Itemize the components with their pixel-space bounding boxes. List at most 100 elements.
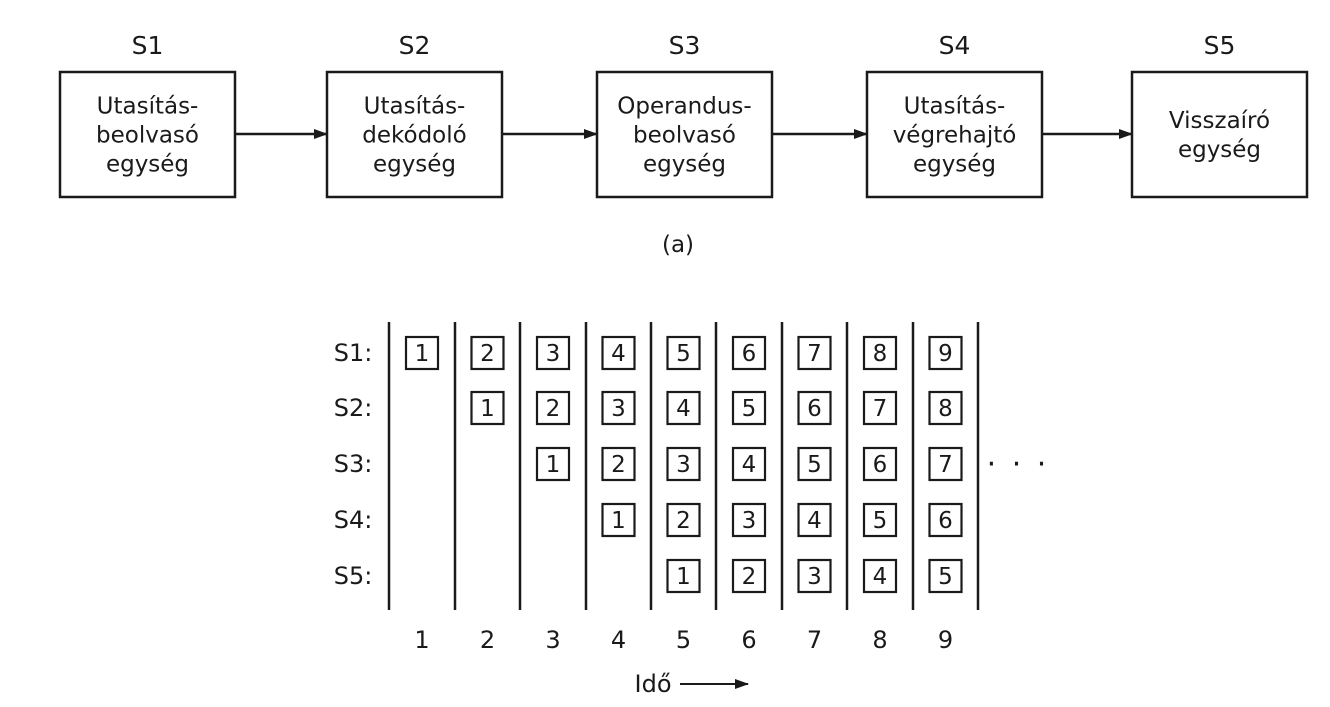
instruction-cell-box	[862, 558, 898, 594]
instruction-number: 4	[742, 452, 757, 478]
instruction-cell-box	[731, 446, 767, 482]
pipeline-block-diagram: S1Utasítás-beolvasóegységS2Utasítás-dekó…	[58, 31, 1309, 199]
time-step-number: 2	[480, 626, 495, 654]
instruction-number: 6	[742, 341, 757, 367]
instruction-cell-box	[731, 502, 767, 538]
instruction-cell-box	[731, 558, 767, 594]
instruction-number: 9	[938, 341, 953, 367]
stage-id-label: S5	[1204, 31, 1236, 60]
instruction-cell-box	[862, 502, 898, 538]
stage-description-line: dekódoló	[362, 123, 466, 149]
row-label: S4:	[334, 506, 373, 534]
stage-description-line: egység	[913, 152, 996, 178]
instruction-cell-box	[666, 502, 701, 538]
stage-description-line: egység	[373, 152, 456, 178]
instruction-number: 3	[807, 564, 822, 590]
instruction-cell-box	[862, 446, 898, 482]
instruction-cell-box	[470, 390, 505, 426]
stage-id-label: S1	[132, 31, 164, 60]
instruction-number: 4	[807, 508, 822, 534]
row-label: S3:	[334, 450, 373, 478]
instruction-cell-box	[666, 558, 701, 594]
instruction-cell-box	[535, 335, 571, 371]
instruction-cell-box	[797, 390, 832, 426]
instruction-number: 8	[938, 396, 953, 422]
instruction-number: 2	[611, 452, 626, 478]
instruction-number: 2	[546, 396, 561, 422]
time-step-number: 6	[741, 626, 756, 654]
instruction-cell-box	[928, 390, 963, 426]
instruction-cell-box	[797, 558, 832, 594]
stage-description-line: Utasítás-	[364, 94, 466, 120]
stage-description-line: beolvasó	[633, 123, 736, 149]
instruction-number: 1	[611, 508, 626, 534]
stage-description-line: egység	[1178, 137, 1261, 163]
instruction-number: 2	[480, 341, 495, 367]
stage-id-label: S2	[399, 31, 431, 60]
instruction-number: 4	[611, 341, 626, 367]
continuation-dots: · · ·	[987, 447, 1050, 482]
instruction-cell-box	[731, 390, 767, 426]
instruction-cell-box	[470, 335, 505, 371]
instruction-number: 7	[938, 452, 953, 478]
instruction-number: 6	[873, 452, 888, 478]
instruction-number: 2	[742, 564, 757, 590]
instruction-cell-box	[404, 335, 440, 371]
time-step-number: 4	[611, 626, 626, 654]
instruction-number: 4	[873, 564, 888, 590]
time-step-number: 1	[414, 626, 429, 654]
stage-id-label: S3	[669, 31, 701, 60]
instruction-number: 3	[742, 508, 757, 534]
time-axis-label: Idő	[635, 670, 672, 698]
time-step-number: 7	[807, 626, 822, 654]
instruction-number: 5	[676, 341, 691, 367]
instruction-cell-box	[928, 446, 963, 482]
stage-description-line: Visszaíró	[1169, 108, 1270, 134]
instruction-number: 1	[415, 341, 430, 367]
instruction-number: 3	[676, 452, 691, 478]
instruction-cell-box	[601, 502, 636, 538]
timing-row-s1: S1: 1 2 3 4 5 6 7 8 9	[334, 335, 963, 371]
time-step-number: 8	[872, 626, 887, 654]
stage-description-line: egység	[106, 152, 189, 178]
instruction-number: 4	[676, 396, 691, 422]
instruction-number: 7	[807, 341, 822, 367]
caption-a: (a)	[662, 232, 694, 258]
stage-description-line: Utasítás-	[904, 94, 1006, 120]
stage-description-line: egység	[643, 152, 726, 178]
instruction-number: 7	[873, 396, 888, 422]
instruction-cell-box	[928, 558, 963, 594]
row-label: S2:	[334, 394, 373, 422]
stage-description-line: Utasítás-	[97, 94, 199, 120]
instruction-cell-box	[535, 390, 571, 426]
instruction-cell-box	[601, 446, 636, 482]
instruction-number: 1	[546, 452, 561, 478]
row-label: S1:	[334, 339, 373, 367]
instruction-cell-box	[535, 446, 571, 482]
instruction-cell-box	[797, 502, 832, 538]
time-step-number: 9	[938, 626, 953, 654]
instruction-cell-box	[928, 335, 963, 371]
instruction-number: 2	[676, 508, 691, 534]
instruction-cell-box	[666, 335, 701, 371]
instruction-number: 3	[611, 396, 626, 422]
instruction-number: 8	[873, 341, 888, 367]
instruction-cell-box	[928, 502, 963, 538]
instruction-cell-box	[601, 390, 636, 426]
instruction-number: 1	[480, 396, 495, 422]
instruction-cell-box	[797, 335, 832, 371]
instruction-cell-box	[862, 335, 898, 371]
instruction-number: 3	[546, 341, 561, 367]
instruction-number: 5	[873, 508, 888, 534]
